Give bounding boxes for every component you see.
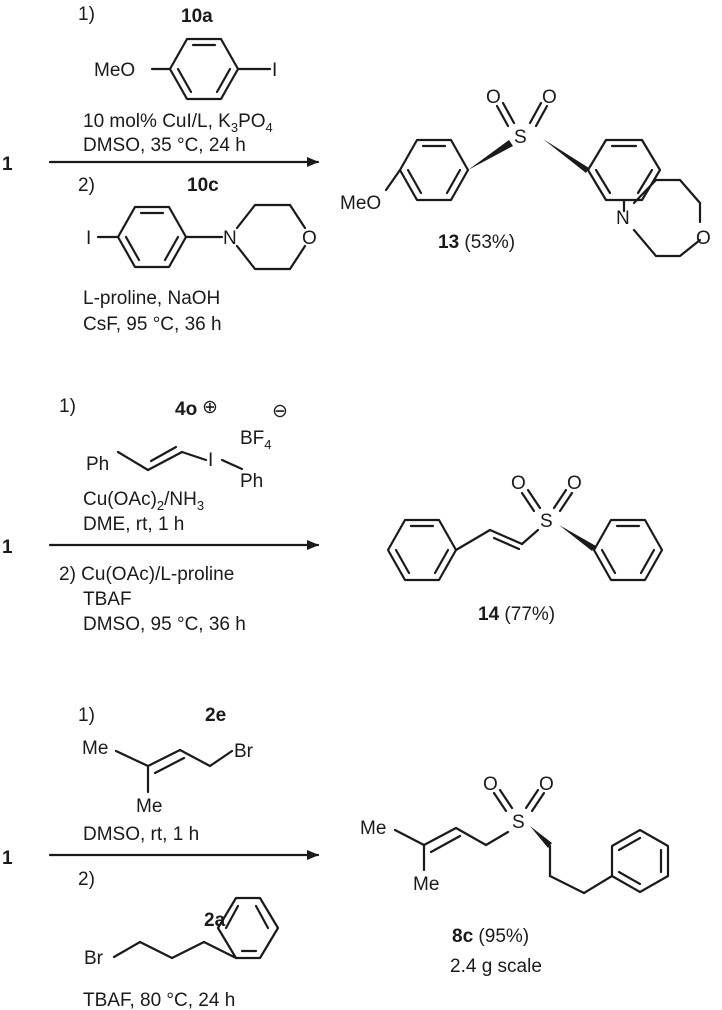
condition-text: TBAF, 80 °C, 24 h — [83, 990, 235, 1010]
phenyl-label: Ph — [240, 471, 263, 492]
step-number: 2) — [78, 175, 95, 196]
product-14-structure — [386, 488, 664, 582]
phenylpropyl-bromide-structure — [112, 896, 280, 960]
oxygen-label: O — [486, 87, 501, 108]
oxygen-label: O — [567, 473, 582, 494]
bromine-label: Br — [84, 948, 104, 969]
iodine-label: I — [208, 450, 213, 471]
reagent-id: 10a — [181, 6, 213, 27]
methyl-label: Me — [82, 738, 108, 759]
oxygen-label: O — [302, 228, 317, 249]
condition-text: Cu(OAc)2/NH3 — [83, 489, 204, 513]
vinyl-iodonium-structure — [116, 445, 244, 472]
step-number: 1) — [59, 396, 76, 417]
condition-text: CsF, 95 °C, 36 h — [83, 314, 222, 335]
product-label: 14 (77%) — [478, 604, 555, 625]
condition-text: L-proline, NaOH — [83, 288, 220, 309]
reagent-id: 4o — [175, 399, 197, 420]
iodine-label: I — [272, 60, 277, 81]
sulfur-label: S — [540, 511, 553, 532]
nitrogen-label: N — [616, 208, 630, 229]
phenyl-label: Ph — [86, 454, 109, 475]
reagent-id: 10c — [187, 175, 219, 196]
methoxy-label: MeO — [94, 60, 135, 81]
condition-text: DMSO, 95 °C, 36 h — [83, 614, 246, 635]
condition-text: TBAF — [83, 589, 132, 610]
iodophenyl-morpholine-structure — [96, 203, 307, 271]
product-label: 8c (95%) — [452, 926, 529, 947]
scale-note: 2.4 g scale — [450, 956, 542, 977]
positive-charge: ⊕ — [202, 397, 218, 418]
anisyl-iodide-structure — [150, 37, 272, 101]
reaction-3: 1 1) 2e Me Me Br DMSO, rt, 1 h 2) 2a Br — [2, 705, 670, 1010]
condition-text: DMSO, rt, 1 h — [83, 824, 199, 845]
reagent-id: 2e — [205, 705, 226, 726]
condition-text: DMSO, 35 °C, 24 h — [83, 135, 246, 156]
oxygen-label: O — [696, 228, 711, 249]
methyl-label: Me — [413, 874, 439, 895]
start-material-label: 1 — [2, 537, 13, 558]
oxygen-label: O — [542, 87, 557, 108]
sulfur-label: S — [514, 127, 527, 148]
start-material-label: 1 — [2, 848, 13, 869]
prenyl-bromide-structure — [114, 748, 234, 794]
oxygen-label: O — [539, 774, 554, 795]
nitrogen-label: N — [223, 228, 237, 249]
bromine-label: Br — [234, 741, 254, 762]
condition-text: 10 mol% CuI/L, K3PO4 — [83, 111, 273, 135]
step-number: 1) — [78, 705, 95, 726]
oxygen-label: O — [511, 473, 526, 494]
start-material-label: 1 — [2, 154, 13, 175]
reaction-1: 1 1) 10a MeO I 10 mol% CuI/L, K3PO4 DMSO… — [2, 4, 711, 335]
methyl-label: Me — [136, 796, 162, 817]
iodine-label: I — [86, 228, 91, 249]
reaction-2: 1 1) 4o ⊕ ⊖ BF4 I Ph Ph Cu(OAc)2/NH3 DME… — [2, 396, 664, 635]
condition-text: 2) Cu(OAc)/L-proline — [59, 564, 234, 585]
sulfur-label: S — [512, 812, 525, 833]
methyl-label: Me — [360, 818, 386, 839]
oxygen-label: O — [483, 774, 498, 795]
condition-text: DME, rt, 1 h — [83, 514, 184, 535]
negative-charge: ⊖ — [272, 401, 288, 422]
product-label: 13 (53%) — [438, 232, 515, 253]
methoxy-label: MeO — [340, 193, 381, 214]
product-8c-structure — [393, 788, 670, 895]
counterion-label: BF4 — [240, 428, 272, 452]
product-13-structure — [384, 101, 702, 258]
step-number: 2) — [78, 869, 95, 890]
step-number: 1) — [78, 4, 95, 25]
